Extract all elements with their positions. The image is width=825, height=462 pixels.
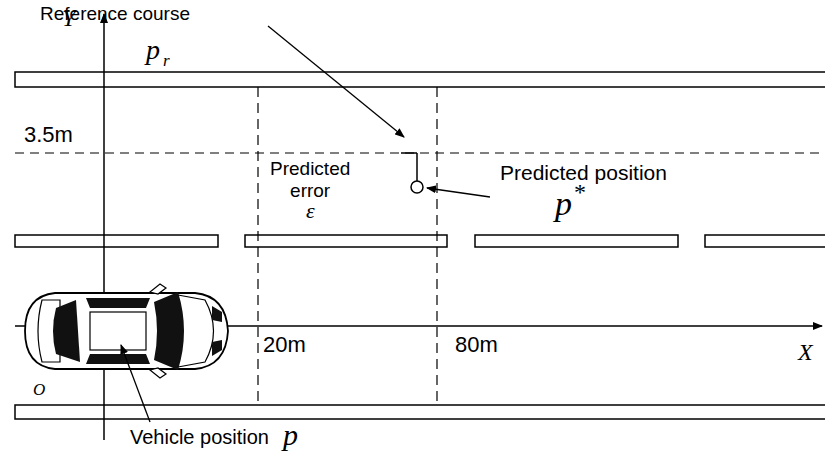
callout-label: Predicted error [268,158,352,202]
axis-label: X [798,340,813,364]
symbol-label: p [283,420,298,450]
symbol-label: p [555,187,572,221]
subscript-label: r [163,52,170,69]
origin-label: O [33,381,45,398]
callout-label: Vehicle position [130,427,269,447]
superscript-label: * [574,180,586,204]
dimension-label: 20m [263,334,306,356]
dimension-label: 80m [455,334,498,356]
axis-label: Y [62,6,75,30]
symbol-label: p [146,36,160,64]
car-illustration [25,284,228,378]
dimension-label: 3.5m [24,124,73,146]
symbol-label: ε [306,200,315,222]
